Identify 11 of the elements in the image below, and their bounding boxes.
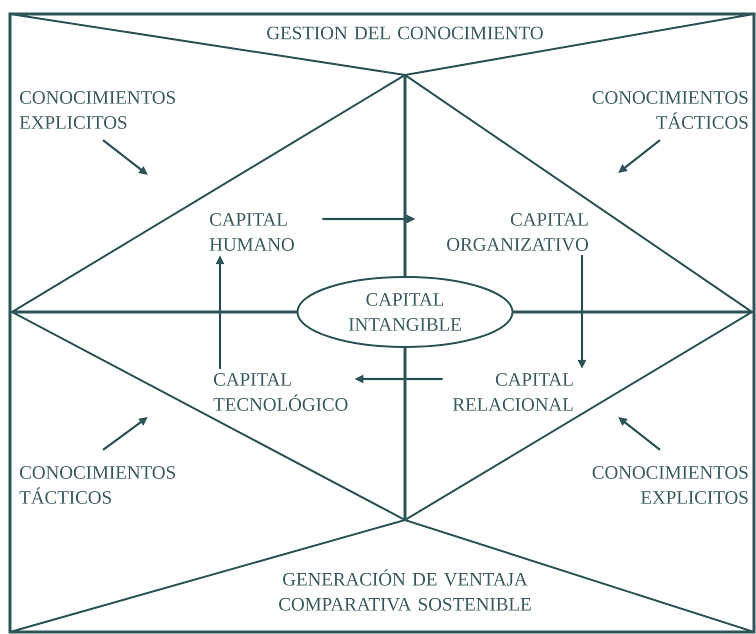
quadrant-text: CONOCIMIENTOS TÁCTICOS bbox=[20, 466, 175, 504]
quadrant-text: CAPITAL HUMANO bbox=[210, 213, 294, 251]
heading-text: GESTION DEL CONOCIMIENTO bbox=[267, 26, 543, 40]
quadrant-text: CONOCIMIENTOS TÁCTICOS bbox=[592, 91, 748, 129]
quadrant-text: CAPITAL TECNOLÓGICO bbox=[214, 373, 348, 411]
ellipse-node: CAPITAL INTANGIBLE bbox=[296, 276, 514, 348]
quadrant-text: GENERACIÓN DE VENTAJA COMPARATIVA SOSTENIBLE bbox=[279, 569, 531, 611]
quadrant-text: CAPITAL ORGANIZATIVO bbox=[447, 213, 588, 251]
quadrant-text: CAPITAL RELACIONAL bbox=[452, 373, 573, 411]
quadrant-text: CONOCIMIENTOS EXPLICITOS bbox=[20, 91, 175, 129]
quadrant-text: CONOCIMIENTOS EXPLICITOS bbox=[592, 466, 748, 504]
